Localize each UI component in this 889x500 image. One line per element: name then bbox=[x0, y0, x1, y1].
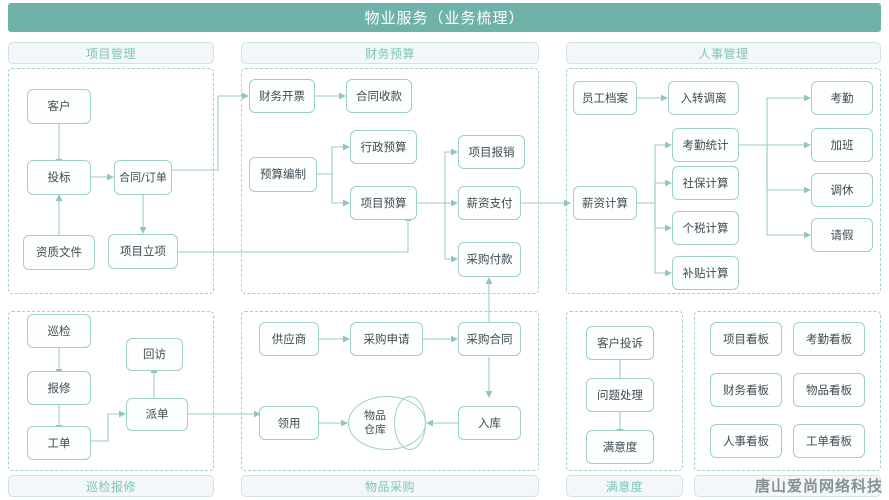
node-patrol[interactable]: 巡检 bbox=[27, 314, 91, 348]
node-repair-request[interactable]: 报修 bbox=[27, 371, 91, 405]
node-project-budget[interactable]: 项目预算 bbox=[350, 186, 417, 220]
node-attendance-statistics[interactable]: 考勤统计 bbox=[672, 128, 739, 162]
panel-finance-budget-body bbox=[241, 68, 539, 294]
node-supplier[interactable]: 供应商 bbox=[259, 322, 319, 356]
panel-inspection-repair: 巡检报修 bbox=[8, 311, 214, 497]
node-work-order[interactable]: 工单 bbox=[27, 426, 91, 460]
node-project-setup[interactable]: 项目立项 bbox=[108, 234, 178, 269]
node-employee-file[interactable]: 员工档案 bbox=[573, 81, 637, 115]
panel-project-management-label: 项目管理 bbox=[8, 42, 214, 64]
node-project-reimbursement[interactable]: 项目报销 bbox=[458, 135, 525, 169]
node-purchase-contract[interactable]: 采购合同 bbox=[458, 322, 521, 356]
node-transfer-leave[interactable]: 入转调离 bbox=[668, 81, 739, 115]
panel-project-management: 项目管理 bbox=[8, 42, 214, 294]
panel-dashboards-body bbox=[694, 311, 881, 471]
node-attendance-board[interactable]: 考勤看板 bbox=[793, 322, 865, 356]
panel-goods-purchase: 物品采购 bbox=[241, 311, 539, 497]
node-time-off[interactable]: 调休 bbox=[811, 173, 873, 207]
page-title-bar: 物业服务（业务梳理） bbox=[8, 3, 881, 32]
node-income-tax-calculation[interactable]: 个税计算 bbox=[672, 211, 739, 245]
node-contract-order[interactable]: 合同/订单 bbox=[114, 160, 172, 195]
node-contract-receipt[interactable]: 合同收款 bbox=[346, 79, 412, 113]
node-dispatch[interactable]: 派单 bbox=[126, 398, 188, 431]
panel-hr-management-body bbox=[566, 68, 881, 294]
node-hr-board[interactable]: 人事看板 bbox=[710, 424, 782, 458]
node-satisfaction-score[interactable]: 满意度 bbox=[586, 430, 654, 464]
panel-hr-management-label: 人事管理 bbox=[566, 42, 881, 64]
node-goods-board[interactable]: 物品看板 bbox=[793, 373, 865, 407]
panel-inspection-repair-body bbox=[8, 311, 214, 471]
node-overtime[interactable]: 加班 bbox=[811, 128, 873, 162]
panel-finance-budget: 财务预算 bbox=[241, 42, 539, 294]
node-bidding[interactable]: 投标 bbox=[27, 160, 91, 195]
node-follow-up[interactable]: 回访 bbox=[126, 338, 183, 371]
node-budget-preparation[interactable]: 预算编制 bbox=[249, 157, 317, 192]
node-workorder-board[interactable]: 工单看板 bbox=[793, 424, 865, 458]
page-title: 物业服务（业务梳理） bbox=[364, 9, 525, 27]
node-attendance[interactable]: 考勤 bbox=[811, 81, 873, 115]
node-goods-warehouse[interactable]: 物品 仓库 bbox=[348, 396, 426, 450]
panel-dashboards bbox=[694, 311, 881, 497]
panel-finance-budget-label: 财务预算 bbox=[241, 42, 539, 64]
watermark: 唐山爱尚网络科技 bbox=[754, 477, 883, 495]
node-customer-complaint[interactable]: 客户投诉 bbox=[586, 326, 654, 360]
node-purchase-request[interactable]: 采购申请 bbox=[350, 322, 423, 356]
panel-goods-purchase-body bbox=[241, 311, 539, 471]
panel-satisfaction-label: 满意度 bbox=[566, 475, 683, 497]
node-salary-calculation[interactable]: 薪资计算 bbox=[573, 186, 637, 220]
node-purchase-payment[interactable]: 采购付款 bbox=[458, 242, 521, 277]
node-leave[interactable]: 请假 bbox=[811, 218, 873, 252]
node-finance-invoice[interactable]: 财务开票 bbox=[249, 79, 315, 113]
node-project-board[interactable]: 项目看板 bbox=[710, 322, 782, 356]
node-admin-budget[interactable]: 行政预算 bbox=[350, 130, 417, 164]
panel-goods-purchase-label: 物品采购 bbox=[241, 475, 539, 497]
node-salary-payment[interactable]: 薪资支付 bbox=[458, 186, 521, 220]
panel-dashboards-label bbox=[694, 475, 881, 497]
panel-satisfaction: 满意度 bbox=[566, 311, 683, 497]
node-subsidy-calculation[interactable]: 补贴计算 bbox=[672, 256, 739, 290]
panel-satisfaction-body bbox=[566, 311, 683, 471]
panel-inspection-repair-label: 巡检报修 bbox=[8, 475, 214, 497]
panel-hr-management: 人事管理 bbox=[566, 42, 881, 294]
cylinder-cap bbox=[394, 396, 426, 450]
node-goods-warehouse-label: 物品 仓库 bbox=[364, 409, 386, 436]
node-social-insurance-calculation[interactable]: 社保计算 bbox=[672, 166, 739, 200]
node-qualification-file[interactable]: 资质文件 bbox=[23, 235, 95, 270]
node-customer[interactable]: 客户 bbox=[27, 89, 91, 124]
node-finance-board[interactable]: 财务看板 bbox=[710, 373, 782, 407]
node-issue-handling[interactable]: 问题处理 bbox=[586, 378, 654, 412]
node-inbound[interactable]: 入库 bbox=[458, 406, 521, 440]
node-requisition[interactable]: 领用 bbox=[259, 406, 319, 440]
panel-project-management-body bbox=[8, 68, 214, 294]
